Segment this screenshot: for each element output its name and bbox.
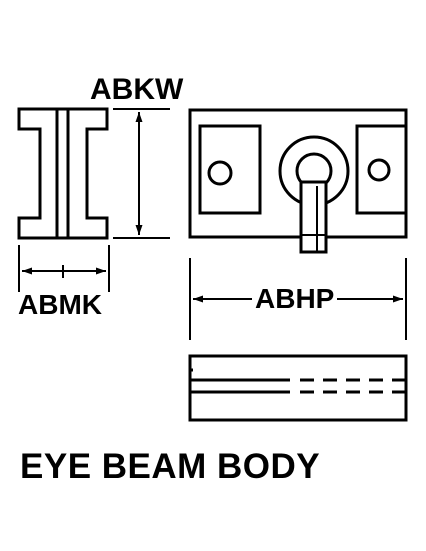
abmk-dimension bbox=[18, 245, 110, 292]
diagram-title: EYE BEAM BODY bbox=[20, 447, 321, 486]
beam-side-view bbox=[188, 354, 408, 422]
i-beam-end-view bbox=[17, 107, 109, 240]
abkw-label: ABKW bbox=[90, 73, 184, 106]
abkw-dimension bbox=[113, 108, 170, 239]
beam-top-view bbox=[188, 108, 408, 239]
eye-detail bbox=[278, 135, 350, 254]
abmk-label: ABMK bbox=[18, 289, 102, 320]
abhp-label: ABHP bbox=[252, 285, 338, 313]
